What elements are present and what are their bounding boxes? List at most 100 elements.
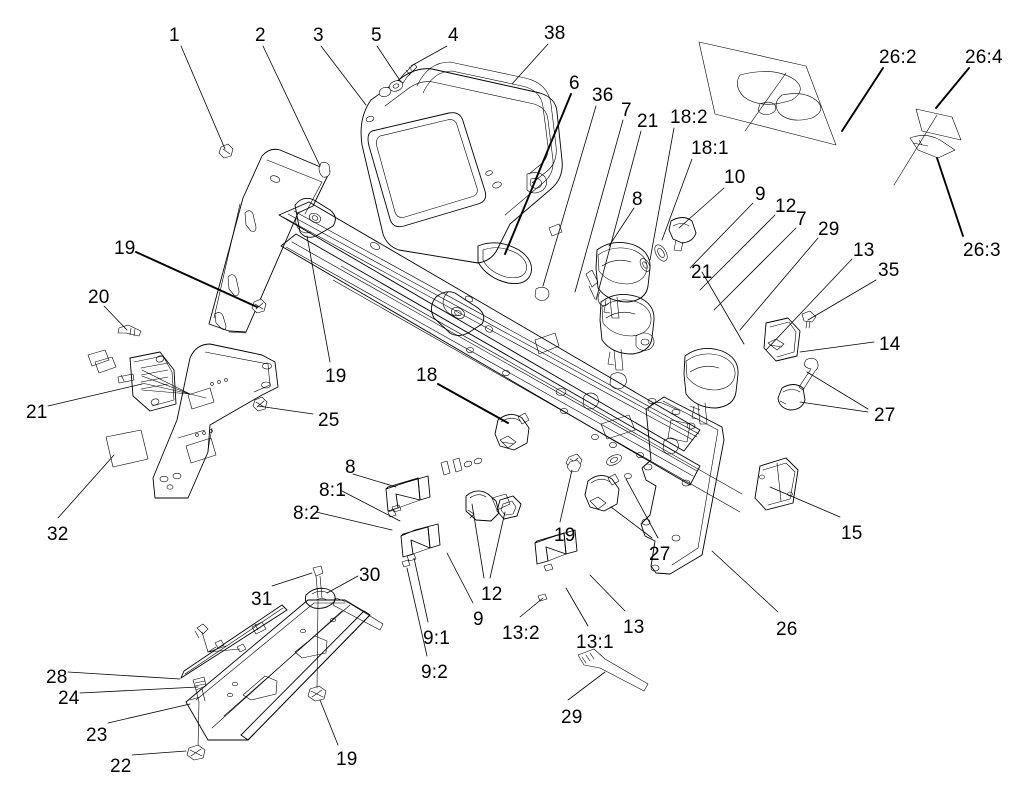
callout-label-27: 27 xyxy=(874,405,896,426)
callout-label-38: 38 xyxy=(544,23,566,44)
callout-label-12: 12 xyxy=(481,584,503,605)
leader-line-27 xyxy=(799,371,869,413)
callout-label-21: 21 xyxy=(26,402,48,423)
leader-line-4 xyxy=(410,45,448,67)
leader-line-8 xyxy=(608,207,635,247)
callout-label-9-2: 9:2 xyxy=(421,662,449,683)
leader-line-9 xyxy=(689,202,754,269)
leader-line-2 xyxy=(262,45,321,167)
callout-label-28: 28 xyxy=(46,667,68,688)
callout-label-13-2: 13:2 xyxy=(502,623,540,644)
leader-line-32 xyxy=(57,454,115,519)
leader-line-12 xyxy=(699,214,776,291)
leader-line-30 xyxy=(326,575,359,594)
leader-line-13-1 xyxy=(565,587,589,627)
callout-label-8-1: 8:1 xyxy=(319,480,347,501)
leader-line-31 xyxy=(271,572,313,587)
leader-line-25 xyxy=(257,405,314,415)
gauge-cluster xyxy=(534,217,739,425)
callout-label-19: 19 xyxy=(114,238,136,259)
leader-line-7 xyxy=(713,227,797,311)
callout-label-12: 12 xyxy=(775,196,797,217)
leader-line-19 xyxy=(559,469,573,523)
leader-line-13 xyxy=(765,258,853,351)
callout-label-6: 6 xyxy=(569,73,580,94)
leader-line-21 xyxy=(47,383,143,407)
right-side-small-parts xyxy=(754,310,819,511)
console-hood-part xyxy=(360,61,563,284)
leader-line-29 xyxy=(739,237,819,331)
callout-label-2: 2 xyxy=(255,25,266,46)
callout-label-3: 3 xyxy=(313,25,324,46)
callout-label-1: 1 xyxy=(169,25,180,46)
leader-line-18 xyxy=(437,383,509,424)
leader-line-6 xyxy=(504,93,572,255)
leader-line-23 xyxy=(107,703,191,724)
callout-label-31: 31 xyxy=(251,589,273,610)
leader-line-13-2 xyxy=(519,597,544,618)
callout-label-9: 9 xyxy=(755,184,766,205)
callout-label-26-2: 26:2 xyxy=(879,47,917,68)
leader-line-9 xyxy=(446,552,474,604)
callout-label-29: 29 xyxy=(561,707,583,728)
callout-label-22: 22 xyxy=(110,756,132,777)
leader-line-8-1 xyxy=(341,490,401,522)
callout-label-21: 21 xyxy=(637,111,659,132)
callout-label-13: 13 xyxy=(623,617,645,638)
leader-line-8-2 xyxy=(315,511,393,531)
leader-line-26-2 xyxy=(841,67,884,132)
callout-label-18: 18 xyxy=(416,365,438,386)
callout-label-13-1: 13:1 xyxy=(576,632,614,653)
leader-line-7 xyxy=(574,119,624,293)
leader-line-21 xyxy=(595,130,642,301)
main-dash-beam xyxy=(278,197,743,513)
callout-leader-lines xyxy=(47,43,970,756)
leader-line-10 xyxy=(678,187,725,229)
leader-line-9-2 xyxy=(406,567,428,657)
callout-label-19: 19 xyxy=(554,525,576,546)
leader-line-3 xyxy=(320,45,367,106)
leader-line-9-1 xyxy=(413,557,429,623)
leader-line-21 xyxy=(701,271,745,345)
callout-label-8-2: 8:2 xyxy=(293,503,321,524)
callout-label-5: 5 xyxy=(371,25,382,46)
left-bracket-harness xyxy=(87,143,331,499)
callout-label-24: 24 xyxy=(58,688,80,709)
leader-line-38 xyxy=(511,43,549,85)
callout-label-8: 8 xyxy=(345,457,356,478)
right-upright-panel xyxy=(640,396,725,575)
callout-label-13: 13 xyxy=(853,240,875,261)
base-channel-assembly xyxy=(180,565,384,761)
leader-line-36 xyxy=(542,105,597,287)
callout-label-29: 29 xyxy=(818,219,840,240)
leader-line-18-1 xyxy=(661,158,693,241)
callout-label-7: 7 xyxy=(796,209,807,230)
callout-label-21: 21 xyxy=(691,262,713,283)
mid-lower-small-parts xyxy=(385,412,649,692)
callout-label-26-4: 26:4 xyxy=(965,47,1003,68)
callout-label-19: 19 xyxy=(325,366,347,387)
leader-line-18-2 xyxy=(649,127,675,261)
left-upright-panel xyxy=(208,148,331,334)
callout-label-7: 7 xyxy=(621,100,632,121)
callout-label-19: 19 xyxy=(336,749,358,770)
leader-line-29 xyxy=(567,671,606,701)
leader-line-19 xyxy=(306,235,331,363)
leader-line-12 xyxy=(471,503,506,579)
callout-label-36: 36 xyxy=(592,85,614,106)
leader-line-8 xyxy=(352,473,397,488)
callout-label-26-3: 26:3 xyxy=(963,240,1001,261)
callout-label-18-1: 18:1 xyxy=(691,138,729,159)
leader-line-19 xyxy=(135,251,258,308)
leader-line-26-4 xyxy=(935,67,970,109)
leader-line-19 xyxy=(319,699,339,746)
leader-line-26 xyxy=(711,550,779,613)
callout-label-25: 25 xyxy=(318,410,340,431)
callout-label-4: 4 xyxy=(448,25,459,46)
callout-label-15: 15 xyxy=(841,523,863,544)
callout-label-20: 20 xyxy=(88,287,110,308)
leader-line-24 xyxy=(79,686,199,694)
leader-line-26-3 xyxy=(936,157,964,237)
leader-line-15 xyxy=(769,486,841,518)
